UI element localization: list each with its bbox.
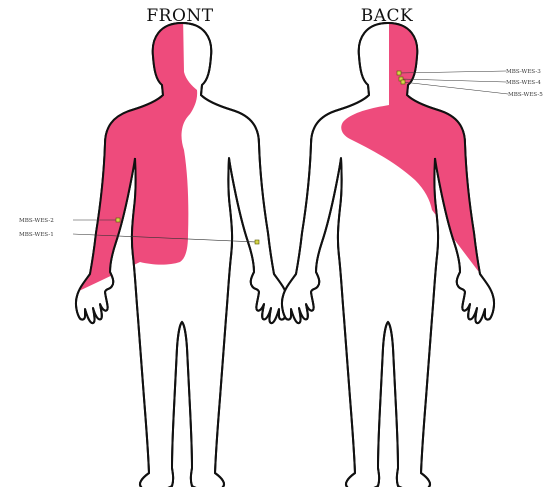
marker-mbs-wes-2	[116, 218, 120, 222]
label-mbs-wes-5: MBS-WES-5	[508, 92, 543, 98]
back-site-labels: MBS-WES-3 MBS-WES-4 MBS-WES-5	[397, 69, 543, 98]
label-mbs-wes-4: MBS-WES-4	[506, 80, 541, 86]
marker-mbs-wes-3	[397, 71, 401, 75]
label-mbs-wes-1: MBS-WES-1	[19, 232, 54, 238]
marker-mbs-wes-5	[401, 80, 405, 84]
front-figure: FRONT	[60, 6, 288, 487]
front-shaded-region	[60, 15, 197, 300]
leader-line-mbs-wes-4	[401, 79, 506, 82]
label-mbs-wes-3: MBS-WES-3	[506, 69, 541, 75]
back-figure: BACK	[282, 6, 500, 487]
back-body-outline	[282, 23, 494, 487]
front-pain-area	[60, 15, 197, 300]
front-title: FRONT	[146, 6, 213, 26]
leader-line-mbs-wes-5	[403, 82, 508, 94]
marker-mbs-wes-1	[255, 240, 259, 244]
label-mbs-wes-2: MBS-WES-2	[19, 218, 54, 224]
back-title: BACK	[361, 6, 413, 26]
